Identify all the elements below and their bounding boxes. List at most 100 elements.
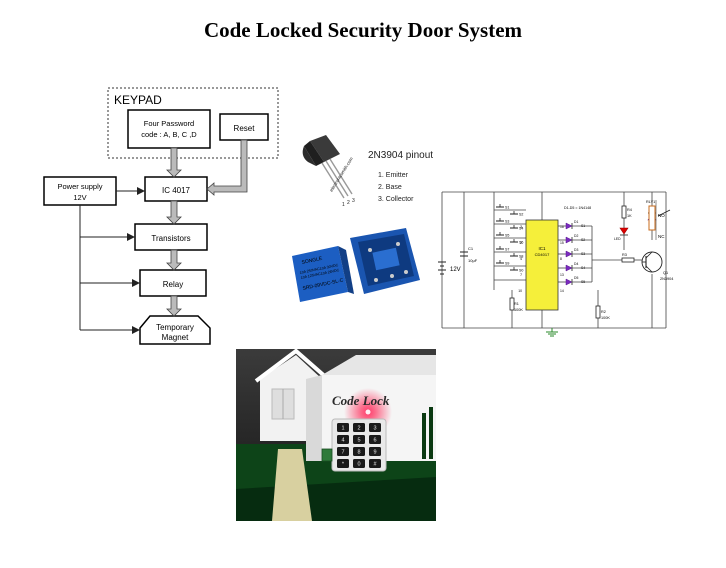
switch-label: S6 (519, 241, 523, 245)
keypad-key[interactable]: 8 (353, 447, 365, 456)
magnet-box (139, 315, 211, 345)
relay-box (139, 269, 207, 297)
keypad-label: KEYPAD (114, 93, 162, 107)
diode-switch-label: S4 (581, 266, 585, 270)
ic1-body (525, 219, 559, 311)
keypad-key-label: 2 (357, 426, 360, 432)
keypad-key[interactable]: 3 (369, 423, 381, 432)
diode-label: D3 (574, 248, 578, 252)
diode-switch-label: S1 (581, 224, 585, 228)
relay-nc: NC (658, 234, 665, 239)
svg-text:10A 28VDC: 10A 28VDC (320, 268, 340, 276)
keypad-key[interactable]: 4 (337, 435, 349, 444)
diode-switch-label: S3 (581, 252, 585, 256)
keypad-key-label: # (373, 462, 377, 468)
r4-value: 1K (627, 214, 632, 218)
password-box (127, 109, 211, 149)
keypad-key[interactable]: 9 (369, 447, 381, 456)
diode-switch-label: S5 (581, 280, 585, 284)
switch-s3: S3 (496, 218, 509, 224)
switch-label: S8 (519, 255, 523, 259)
r2-value: 100K (601, 316, 610, 320)
keypad-key[interactable]: 7 (337, 447, 349, 456)
keypad-key[interactable]: * (337, 459, 349, 468)
switch-label: S4 (519, 227, 523, 231)
keypad-key-label: 1 (341, 426, 344, 432)
keypad-key[interactable]: 5 (353, 435, 365, 444)
supply-label: 12V (450, 267, 461, 273)
ground-symbol (546, 328, 558, 337)
keypad-key[interactable]: 2 (353, 423, 365, 432)
magnet-label-2: Magnet (162, 333, 189, 342)
led-symbol (619, 227, 629, 235)
sensor-module (321, 448, 333, 462)
reset-arrow (206, 139, 248, 196)
power-lines (79, 187, 145, 334)
keypad-key[interactable]: 0 (353, 459, 365, 468)
reset-label: Reset (234, 124, 256, 133)
r2-label: R2 (601, 310, 606, 314)
diode-label: D4 (574, 262, 578, 266)
laser-dot (365, 409, 371, 415)
keypad-keys: 1 2 3 4 5 6 7 8 9 * 0 # (337, 423, 381, 468)
q1-label: Q1 (663, 271, 668, 275)
q1-type: 2N3904 (660, 277, 673, 281)
diode-label: D1 (574, 220, 578, 224)
switch-label: S3 (505, 220, 509, 224)
switch-s5: S5 (496, 232, 509, 238)
keypad-key-label: 7 (341, 450, 344, 456)
switch-label: S7 (505, 248, 509, 252)
transistor-icon: 1 2 3 (302, 135, 355, 208)
keypad-key-label: 9 (373, 450, 376, 456)
keypad-key[interactable]: 6 (369, 435, 381, 444)
keypad-key-label: 4 (341, 438, 344, 444)
ic1-label-1: IC1 (538, 246, 546, 251)
switch-label: S9 (505, 262, 509, 266)
diode-label: D5 (574, 276, 578, 280)
svg-text:1: 1 (342, 202, 345, 208)
r3-resistor (621, 257, 635, 263)
password-label-1: Four Password (144, 119, 194, 128)
switch-label: S2 (519, 213, 523, 217)
relay-no: NO (658, 213, 665, 218)
switch-s8: S8 (510, 253, 523, 259)
svg-text:10A 30VDC: 10A 30VDC (319, 263, 339, 271)
r4-resistor (621, 205, 627, 219)
keypad-group (107, 87, 279, 159)
keypad-key-label: 5 (357, 438, 360, 444)
switch-label: S5 (505, 234, 509, 238)
ic1-pin-label: 3 (520, 225, 522, 229)
switch-s0: S0 (510, 267, 523, 273)
diode-switch-label: S2 (581, 238, 585, 242)
keypad-key[interactable]: # (369, 459, 381, 468)
page-title: Code Locked Security Door System (203, 18, 523, 42)
relay-coil (648, 205, 656, 231)
ic1-pin-label: 2 (520, 241, 522, 245)
svg-text:3: 3 (352, 198, 355, 204)
ic-label: IC 4017 (162, 186, 191, 195)
hollow-arrows (166, 147, 182, 317)
switch-s7: S7 (496, 246, 509, 252)
relay-label: Relay (163, 280, 183, 289)
ic1-pin-label: 13 (560, 273, 564, 277)
pinout-pin-3: 3. Collector (378, 196, 414, 203)
switch-s9: S9 (496, 260, 509, 266)
led-label: LED (614, 237, 621, 241)
svg-text:10A 250VAC: 10A 250VAC (299, 267, 320, 275)
keypad-key-label: * (342, 462, 345, 468)
svg-text:SONGLE: SONGLE (301, 256, 323, 266)
keypad-key-label: 3 (373, 426, 376, 432)
diodes-note: D1-D5 = 1N4148 (564, 206, 591, 210)
pinout-pin-2: 2. Base (378, 184, 402, 191)
trees (422, 407, 433, 459)
switch-label: S1 (505, 206, 509, 210)
transistors-label: Transistors (151, 234, 190, 243)
ic1-label-2: CD4017 (535, 252, 550, 257)
keypad-key[interactable]: 1 (337, 423, 349, 432)
